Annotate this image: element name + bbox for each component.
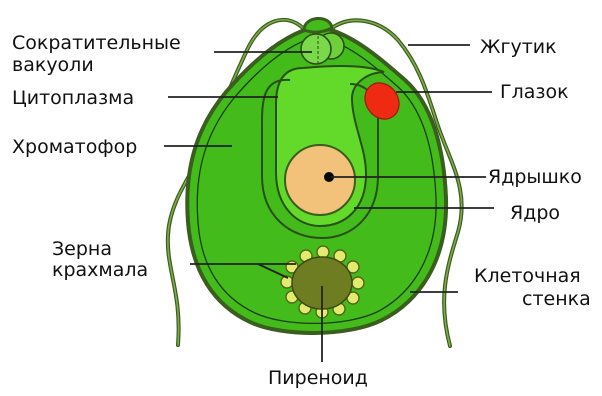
label-cell-wall-line2: стенка: [522, 288, 591, 310]
label-cytoplasm: Цитоплазма: [12, 87, 134, 109]
label-eyespot: Глазок: [500, 81, 569, 103]
label-starch-grains-line1: Зерна: [52, 238, 112, 260]
starch-grain: [352, 277, 364, 289]
label-contractile-vacuoles-line2: вакуоли: [12, 54, 94, 76]
label-nucleolus: Ядрышко: [488, 166, 582, 188]
label-flagellum: Жгутик: [480, 36, 557, 58]
label-cell-wall-line1: Клеточная: [474, 265, 581, 287]
apical-papilla: [304, 18, 332, 32]
nucleus: [285, 145, 355, 215]
label-contractile-vacuoles-line1: Сократительные: [12, 32, 181, 54]
label-pyrenoid: Пиреноид: [268, 367, 368, 389]
contractile-vacuole-left: [301, 34, 331, 64]
label-chromatophore: Хроматофор: [12, 136, 137, 158]
label-nucleus: Ядро: [510, 202, 560, 224]
label-starch-grains-line2: крахмала: [52, 259, 148, 281]
starch-grain: [317, 246, 329, 258]
